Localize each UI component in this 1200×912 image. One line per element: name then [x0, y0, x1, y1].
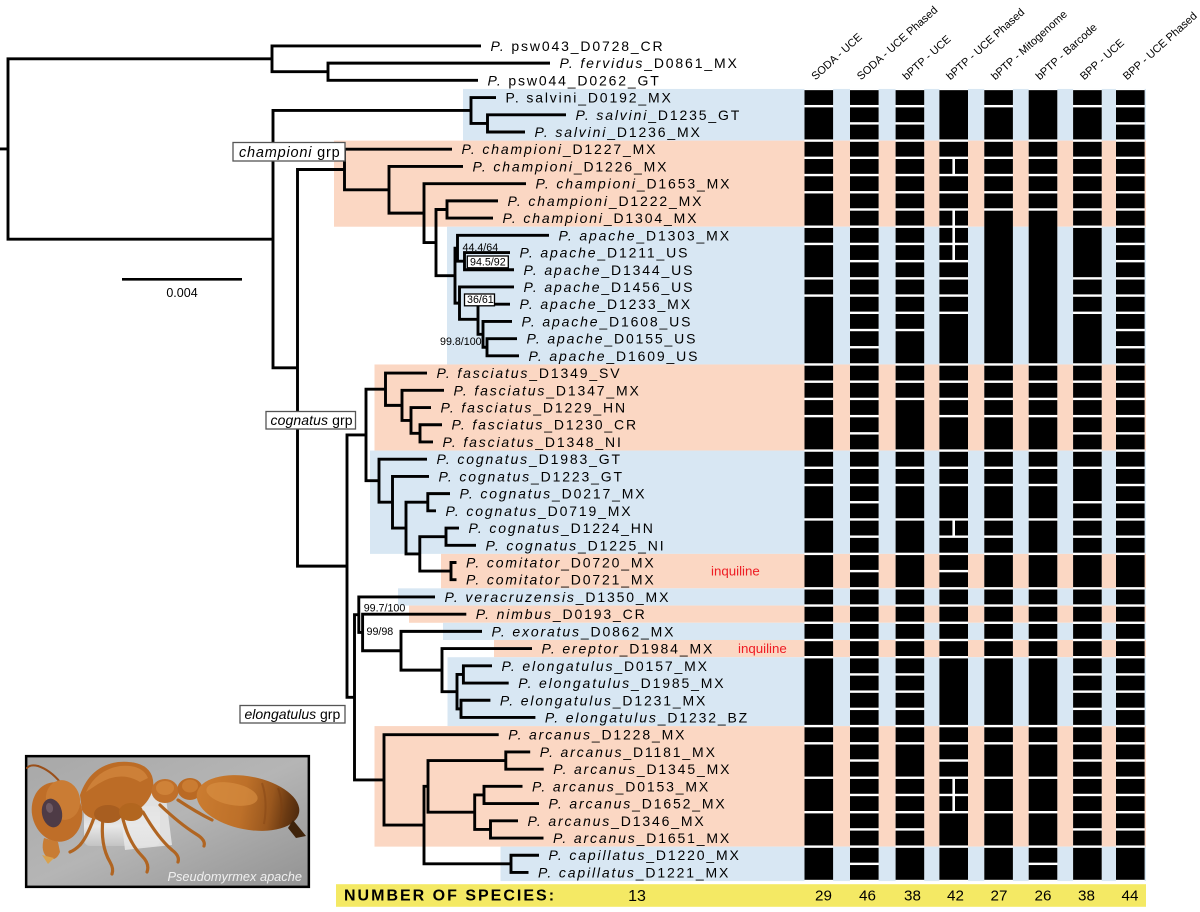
svg-text:P. fervidus_D0861_MX: P. fervidus_D0861_MX [560, 55, 739, 71]
svg-text:P. fasciatus_D1229_HN: P. fasciatus_D1229_HN [441, 400, 627, 416]
svg-text:P. psw044_D0262_GT: P. psw044_D0262_GT [488, 72, 661, 88]
svg-text:P. fasciatus_D1348_NI: P. fasciatus_D1348_NI [443, 434, 623, 450]
svg-text:P. apache_D1233_MX: P. apache_D1233_MX [520, 296, 692, 312]
svg-text:P. arcanus_D1345_MX: P. arcanus_D1345_MX [553, 761, 731, 777]
svg-text:P. apache_D1609_US: P. apache_D1609_US [529, 348, 700, 364]
svg-text:P. arcanus_D1652_MX: P. arcanus_D1652_MX [549, 796, 727, 812]
svg-text:P. psw043_D0728_CR: P. psw043_D0728_CR [491, 38, 665, 54]
svg-text:P. exoratus_D0862_MX: P. exoratus_D0862_MX [492, 623, 676, 639]
svg-text:P. salvini_D1235_GT: P. salvini_D1235_GT [576, 107, 742, 123]
svg-text:P. championi_D1226_MX: P. championi_D1226_MX [473, 158, 669, 174]
svg-text:P. cognatus_D1223_GT: P. cognatus_D1223_GT [439, 468, 624, 484]
svg-text:P. apache_D0155_US: P. apache_D0155_US [527, 331, 698, 347]
svg-text:NUMBER OF SPECIES:: NUMBER OF SPECIES: [344, 888, 556, 905]
svg-text:P. apache_D1456_US: P. apache_D1456_US [524, 279, 695, 295]
svg-text:P. arcanus_D1651_MX: P. arcanus_D1651_MX [553, 830, 731, 846]
svg-text:P. cognatus_D1983_GT: P. cognatus_D1983_GT [437, 451, 622, 467]
svg-text:P. veracruzensis_D1350_MX: P. veracruzensis_D1350_MX [445, 589, 671, 605]
svg-text:P. cognatus_D0217_MX: P. cognatus_D0217_MX [460, 486, 647, 502]
svg-text:P. capillatus_D1220_MX: P. capillatus_D1220_MX [549, 847, 741, 863]
svg-text:99/98: 99/98 [367, 626, 394, 638]
svg-text:P. salvini_D0192_MX: P. salvini_D0192_MX [506, 90, 673, 106]
svg-text:44: 44 [1122, 888, 1139, 905]
svg-text:P. capillatus_D1221_MX: P. capillatus_D1221_MX [538, 864, 730, 880]
svg-text:P. elongatulus_D1985_MX: P. elongatulus_D1985_MX [518, 675, 725, 691]
svg-text:P. cognatus_D1225_NI: P. cognatus_D1225_NI [486, 537, 666, 553]
svg-text:99.7/100: 99.7/100 [364, 602, 406, 614]
svg-text:P. championi_D1304_MX: P. championi_D1304_MX [503, 210, 699, 226]
svg-text:P. fasciatus_D1349_SV: P. fasciatus_D1349_SV [437, 365, 622, 381]
svg-text:P. elongatulus_D1231_MX: P. elongatulus_D1231_MX [500, 692, 707, 708]
svg-text:P. arcanus_D1181_MX: P. arcanus_D1181_MX [540, 744, 717, 760]
svg-text:29: 29 [815, 888, 832, 905]
svg-text:P. nimbus_D0193_CR: P. nimbus_D0193_CR [476, 606, 647, 622]
svg-text:P. apache_D1344_US: P. apache_D1344_US [524, 262, 695, 278]
svg-text:P. fasciatus_D1230_CR: P. fasciatus_D1230_CR [452, 417, 638, 433]
svg-text:P. championi_D1653_MX: P. championi_D1653_MX [536, 176, 732, 192]
svg-text:46: 46 [859, 888, 876, 905]
svg-text:P. cognatus_D1224_HN: P. cognatus_D1224_HN [469, 520, 655, 536]
svg-text:P. arcanus_D0153_MX: P. arcanus_D0153_MX [532, 778, 710, 794]
svg-text:P. fasciatus_D1347_MX: P. fasciatus_D1347_MX [454, 382, 641, 398]
svg-text:P. apache_D1303_MX: P. apache_D1303_MX [559, 227, 731, 243]
svg-text:42: 42 [947, 888, 964, 905]
svg-text:38: 38 [1078, 888, 1095, 905]
svg-text:elongatulus grp: elongatulus grp [245, 706, 341, 722]
svg-text:94.5/92: 94.5/92 [470, 256, 506, 268]
svg-text:P. comitator_D0721_MX: P. comitator_D0721_MX [466, 572, 656, 588]
svg-text:36/61: 36/61 [467, 294, 494, 306]
svg-text:cognatus grp: cognatus grp [271, 412, 353, 428]
svg-text:P. elongatulus_D0157_MX: P. elongatulus_D0157_MX [502, 658, 709, 674]
svg-text:44.4/64: 44.4/64 [463, 242, 499, 254]
svg-text:inquiline: inquiline [711, 564, 760, 579]
svg-text:26: 26 [1035, 888, 1052, 905]
svg-text:38: 38 [904, 888, 921, 905]
svg-text:99.8/100: 99.8/100 [440, 336, 482, 348]
svg-text:P. cognatus_D0719_MX: P. cognatus_D0719_MX [446, 503, 633, 519]
svg-text:P. comitator_D0720_MX: P. comitator_D0720_MX [466, 555, 656, 571]
svg-text:13: 13 [628, 888, 646, 905]
svg-text:P. ereptor_D1984_MX: P. ereptor_D1984_MX [542, 641, 715, 657]
svg-text:27: 27 [991, 888, 1008, 905]
svg-text:P. salvini_D1236_MX: P. salvini_D1236_MX [535, 124, 702, 140]
svg-text:P. championi_D1222_MX: P. championi_D1222_MX [508, 193, 704, 209]
svg-text:P. elongatulus_D1232_BZ: P. elongatulus_D1232_BZ [545, 709, 749, 725]
svg-text:P. apache_D1211_US: P. apache_D1211_US [520, 245, 690, 261]
svg-text:0.004: 0.004 [166, 286, 197, 300]
svg-text:inquiline: inquiline [738, 641, 787, 656]
svg-text:championi grp: championi grp [239, 145, 340, 161]
svg-text:P. apache_D1608_US: P. apache_D1608_US [522, 313, 693, 329]
svg-text:Pseudomyrmex apache: Pseudomyrmex apache [168, 869, 302, 884]
svg-text:P. championi_D1227_MX: P. championi_D1227_MX [462, 141, 658, 157]
svg-text:P. arcanus_D1228_MX: P. arcanus_D1228_MX [508, 727, 686, 743]
svg-text:P. arcanus_D1346_MX: P. arcanus_D1346_MX [528, 813, 706, 829]
